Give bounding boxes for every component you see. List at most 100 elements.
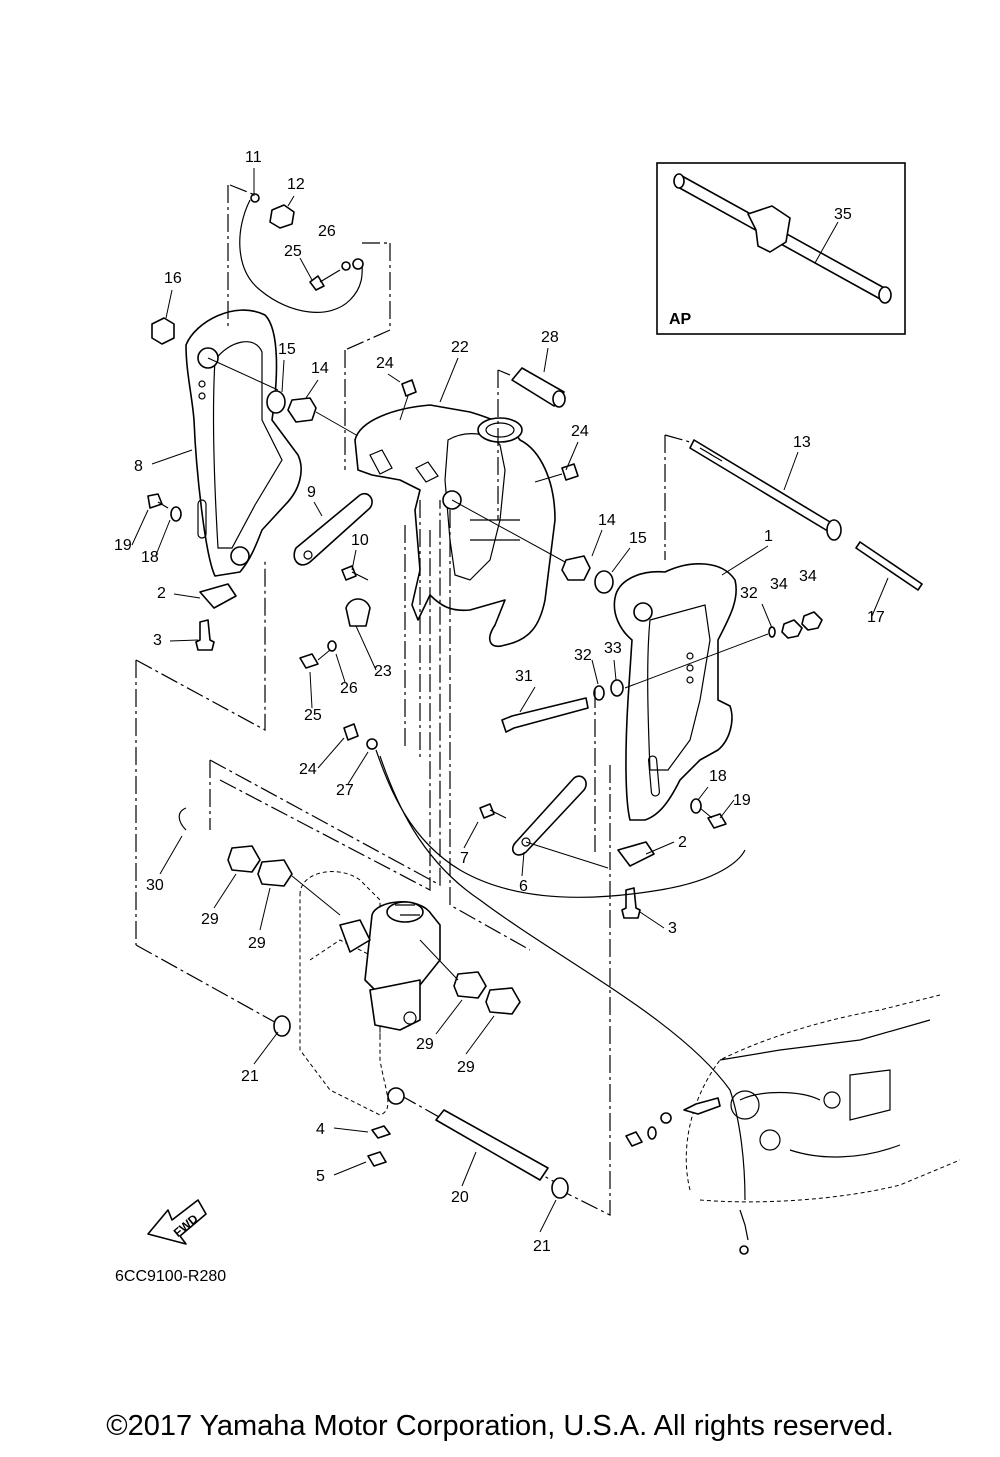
callout-25: 25	[304, 707, 322, 724]
callout-leader	[611, 547, 631, 573]
callout-8: 8	[134, 458, 143, 475]
callout-18: 18	[709, 768, 727, 785]
callout-9: 9	[307, 484, 316, 501]
callout-leader	[317, 737, 345, 769]
callout-leader	[871, 577, 889, 617]
callout-leader	[521, 851, 525, 877]
callout-leader	[151, 449, 193, 465]
callout-leader	[253, 1031, 279, 1065]
callout-leader	[439, 357, 459, 403]
callout-10: 10	[351, 532, 369, 549]
cable-clip	[299, 598, 371, 669]
callout-leader	[783, 451, 799, 491]
callout-29: 29	[248, 935, 266, 952]
callout-3: 3	[153, 632, 162, 649]
callout-19: 19	[114, 537, 132, 554]
callout-23: 23	[374, 663, 392, 680]
callout-leader	[299, 257, 313, 281]
inset-panel	[656, 162, 906, 335]
left-clamp-bracket	[147, 309, 359, 651]
callout-14: 14	[598, 512, 616, 529]
callout-leader	[333, 1161, 367, 1176]
copyright-notice: ©2017 Yamaha Motor Corporation, U.S.A. A…	[106, 1410, 894, 1442]
tilt-tube	[664, 434, 923, 591]
inset-tag: AP	[669, 311, 692, 328]
callout-7: 7	[460, 850, 469, 867]
callout-leader	[639, 911, 665, 929]
callout-11: 11	[245, 149, 262, 166]
callout-33: 33	[604, 640, 622, 657]
right-clamp-bracket	[501, 563, 823, 919]
ground-wire-top	[227, 184, 391, 470]
callout-leader	[463, 821, 479, 849]
diagram-code: 6CC9100-R280	[115, 1268, 226, 1285]
callout-1: 1	[764, 528, 773, 545]
callout-4: 4	[316, 1121, 325, 1138]
callout-15: 15	[278, 341, 296, 358]
callout-21: 21	[533, 1238, 551, 1255]
callout-leader	[155, 519, 171, 556]
assembly-leaders	[135, 500, 611, 1216]
callout-14: 14	[311, 360, 329, 377]
callout-2: 2	[678, 834, 687, 851]
tilt-links	[293, 492, 609, 869]
callout-leader	[173, 593, 201, 599]
callout-leader	[333, 1127, 369, 1133]
callout-leader	[365, 647, 377, 671]
callout-leader	[697, 786, 709, 801]
callout-29: 29	[416, 1036, 434, 1053]
callout-leader	[309, 671, 313, 709]
callout-leader	[591, 659, 599, 685]
callout-32: 32	[574, 647, 592, 664]
callout-24: 24	[299, 761, 317, 778]
callout-leader	[347, 751, 369, 785]
callout-21: 21	[241, 1068, 259, 1085]
callout-leader	[591, 529, 603, 557]
callout-3: 3	[668, 920, 677, 937]
callout-34: 34	[799, 568, 817, 585]
callout-leader	[213, 873, 237, 909]
callout-leader	[435, 999, 463, 1035]
callout-15: 15	[629, 530, 647, 547]
callout-leader	[519, 686, 536, 713]
callout-18: 18	[141, 549, 159, 566]
callout-30: 30	[146, 877, 164, 894]
callout-leader	[305, 379, 319, 399]
fwd-arrow-badge: FWD	[147, 1199, 207, 1245]
callout-5: 5	[316, 1168, 325, 1185]
callout-leader	[131, 509, 149, 546]
outboard-motor-ghost	[625, 994, 961, 1255]
callout-leader	[281, 359, 285, 393]
callout-leader	[165, 289, 173, 319]
callout-26: 26	[340, 680, 358, 697]
callout-28: 28	[541, 329, 559, 346]
callout-leader	[539, 1199, 557, 1233]
callout-leader	[351, 549, 357, 571]
callout-32: 32	[740, 585, 758, 602]
callout-22: 22	[451, 339, 469, 356]
callout-leader	[259, 887, 271, 931]
callout-16: 16	[164, 270, 182, 287]
callout-leader	[313, 501, 323, 517]
callout-leader	[335, 653, 346, 683]
callout-6: 6	[519, 878, 528, 895]
callout-leader	[645, 841, 675, 855]
callout-20: 20	[451, 1189, 469, 1206]
callout-leader	[721, 545, 769, 576]
callout-13: 13	[793, 434, 811, 451]
callout-leader	[543, 347, 549, 373]
callout-12: 12	[287, 176, 305, 193]
callout-24: 24	[376, 355, 394, 372]
callout-leader	[761, 603, 773, 629]
callout-leader	[387, 373, 401, 383]
callout-leader	[461, 1151, 477, 1187]
callout-29: 29	[201, 911, 219, 928]
callout-25: 25	[284, 243, 302, 260]
callout-leader	[159, 835, 183, 875]
power-trim-unit	[178, 807, 569, 1199]
callout-leader	[613, 659, 617, 681]
callout-31: 31	[515, 668, 533, 685]
callout-leader	[287, 195, 295, 207]
